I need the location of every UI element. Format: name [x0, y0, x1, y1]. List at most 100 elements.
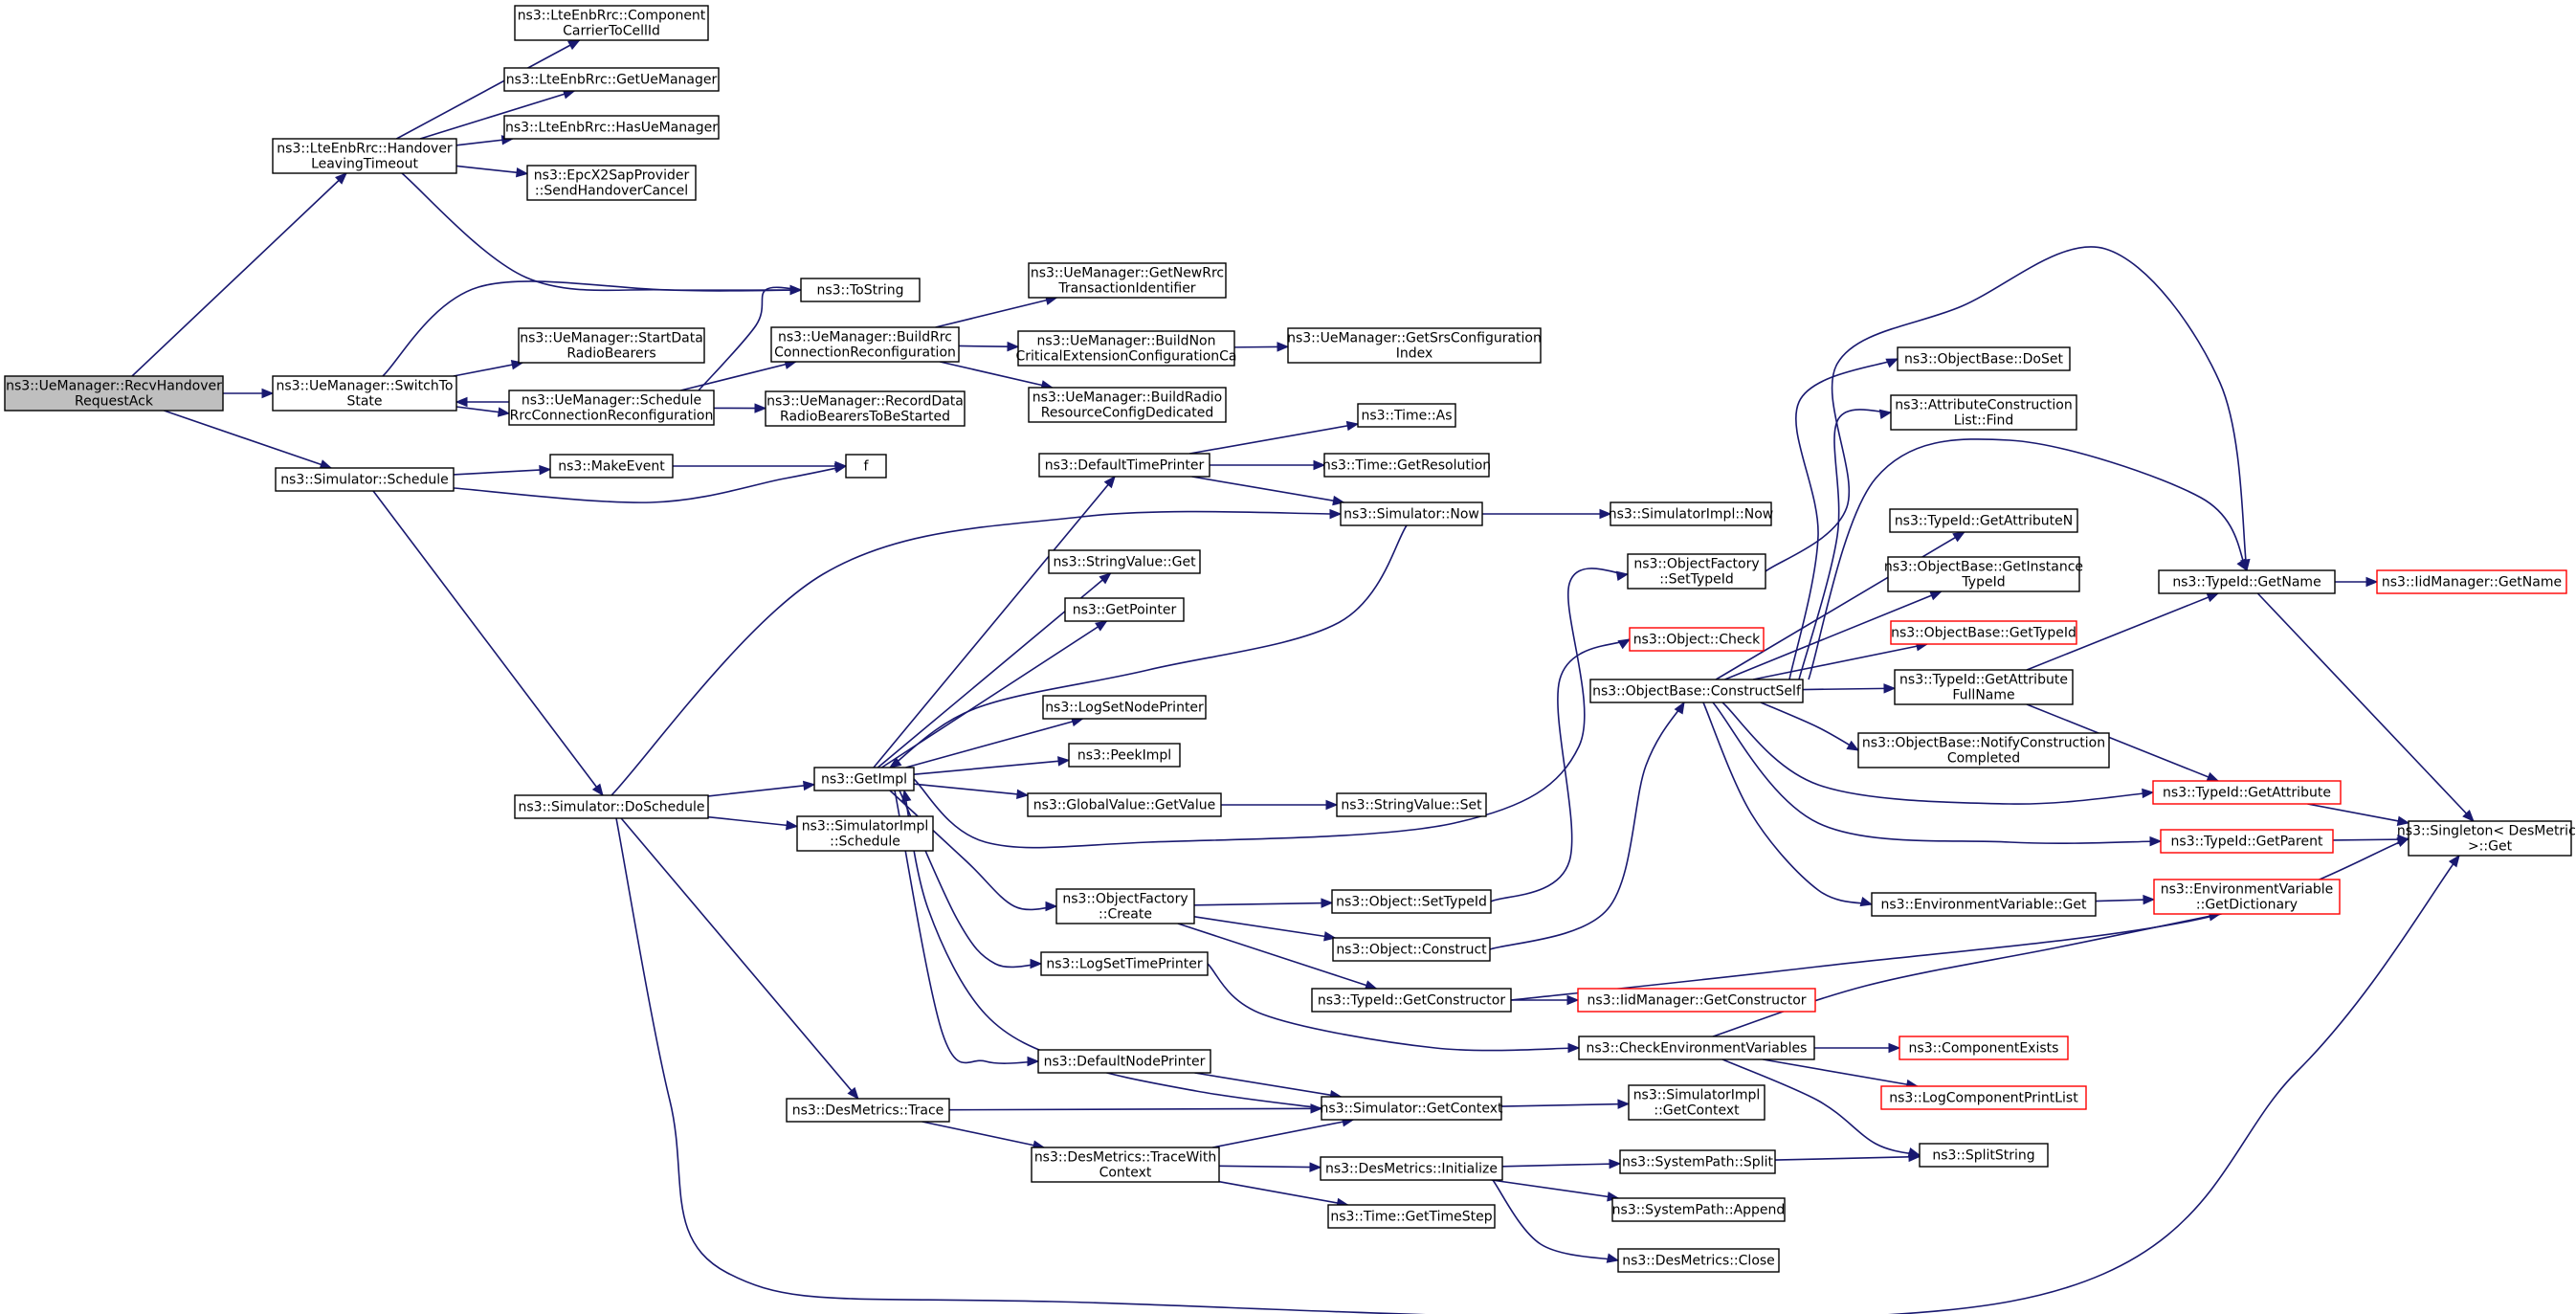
graph-node-timegetresolution[interactable]: ns3::Time::GetResolution — [1322, 453, 1491, 478]
graph-node-recorddataradiobearers[interactable]: ns3::UeManager::RecordDataRadioBearersTo… — [765, 390, 966, 427]
graph-node-iidgetconstructor[interactable]: ns3::IidManager::GetConstructor — [1577, 988, 1816, 1013]
graph-node-getuemanager[interactable]: ns3::LteEnbRrc::GetUeManager — [503, 67, 720, 92]
edge-arrowhead — [1599, 508, 1612, 520]
graph-node-sendhandovercancel[interactable]: ns3::EpcX2SapProvider::SendHandoverCance… — [526, 165, 697, 201]
edge-arrowhead — [1878, 409, 1893, 420]
edge-arrowhead — [1885, 358, 1899, 368]
graph-node-notifyconstructioncompleted[interactable]: ns3::ObjectBase::NotifyConstructionCompl… — [1857, 732, 2110, 768]
graph-node-simgetcontext[interactable]: ns3::Simulator::GetContext — [1320, 1096, 1503, 1121]
graph-node-timeas[interactable]: ns3::Time::As — [1357, 403, 1456, 428]
node-label: ns3::DesMetrics::Initialize — [1325, 1162, 1498, 1177]
node-label: ns3::DefaultTimePrinter — [1045, 458, 1205, 474]
graph-node-objectcheck[interactable]: ns3::Object::Check — [1629, 627, 1765, 652]
node-box — [514, 5, 709, 41]
node-box — [503, 115, 720, 140]
graph-node-peekimpl[interactable]: ns3::PeekImpl — [1068, 743, 1181, 768]
graph-node-simulatorschedule[interactable]: ns3::Simulator::Schedule — [275, 467, 455, 492]
graph-node-simulatornow[interactable]: ns3::Simulator::Now — [1340, 501, 1483, 526]
graph-node-tostring[interactable]: ns3::ToString — [800, 278, 921, 302]
graph-node-buildrrcconnreconf[interactable]: ns3::UeManager::BuildRrcConnectionReconf… — [770, 326, 960, 363]
node-label: ns3::Time::As — [1361, 409, 1452, 424]
call-edge — [1763, 1058, 1918, 1087]
node-label: ::GetDictionary — [2196, 898, 2298, 913]
graph-node-timegettimestep[interactable]: ns3::Time::GetTimeStep — [1327, 1204, 1496, 1229]
graph-node-desmetricsinitialize[interactable]: ns3::DesMetrics::Initialize — [1320, 1156, 1503, 1181]
edge-arrowhead — [2142, 788, 2155, 799]
node-box — [526, 165, 697, 201]
graph-node-simimplschedule[interactable]: ns3::SimulatorImpl::Schedule — [796, 815, 934, 852]
graph-node-defaultnodeprinter[interactable]: ns3::DefaultNodePrinter — [1037, 1049, 1211, 1074]
graph-node-splitstring[interactable]: ns3::SplitString — [1919, 1143, 2049, 1168]
graph-node-f[interactable]: f — [845, 454, 887, 479]
call-edge — [913, 759, 1070, 776]
node-label: Completed — [1947, 751, 2020, 767]
graph-node-singletonget[interactable]: ns3::Singleton< DesMetrics >::Get — [2397, 820, 2576, 857]
graph-node-iidgetname[interactable]: ns3::IidManager::GetName — [2376, 569, 2567, 594]
graph-node-desmetricstrace[interactable]: ns3::DesMetrics::Trace — [786, 1098, 950, 1123]
graph-node-objectfactorysettypeid[interactable]: ns3::ObjectFactory::SetTypeId — [1627, 553, 1766, 590]
graph-node-hasuemanager[interactable]: ns3::LteEnbRrc::HasUeManager — [503, 115, 720, 140]
graph-node-componentexists[interactable]: ns3::ComponentExists — [1899, 1036, 2069, 1060]
graph-node-getimpl[interactable]: ns3::GetImpl — [813, 767, 915, 791]
edge-arrowhead — [2236, 558, 2248, 572]
node-box — [2153, 879, 2341, 915]
graph-node-typeidgetattributen[interactable]: ns3::TypeId::GetAttributeN — [1889, 508, 2078, 533]
graph-node-objectbasedoset[interactable]: ns3::ObjectBase::DoSet — [1897, 346, 2071, 371]
node-label: ns3::Object::Construct — [1336, 943, 1487, 958]
node-box — [813, 767, 915, 791]
graph-node-buildnoncriticalext[interactable]: ns3::UeManager::BuildNonCriticalExtensio… — [1016, 330, 1237, 367]
graph-node-typeidgetparent[interactable]: ns3::TypeId::GetParent — [2160, 829, 2334, 854]
graph-node-typeidgetconstructor[interactable]: ns3::TypeId::GetConstructor — [1311, 988, 1512, 1013]
edge-arrowhead — [1007, 341, 1020, 352]
graph-node-defaulttimeprinter[interactable]: ns3::DefaultTimePrinter — [1038, 453, 1210, 478]
graph-node-constructself[interactable]: ns3::ObjectBase::ConstructSelf — [1589, 679, 1804, 703]
graph-node-typeidgetattribute[interactable]: ns3::TypeId::GetAttribute — [2152, 780, 2342, 805]
node-label: ns3::Time::GetResolution — [1322, 458, 1491, 474]
graph-node-stringvalueset[interactable]: ns3::StringValue::Set — [1336, 792, 1487, 817]
node-box — [1031, 1147, 1220, 1183]
graph-node-systempathsplit[interactable]: ns3::SystemPath::Split — [1619, 1149, 1776, 1174]
graph-node-systempathappend[interactable]: ns3::SystemPath::Append — [1611, 1197, 1786, 1222]
graph-node-stringvalueget[interactable]: ns3::StringValue::Get — [1048, 549, 1201, 574]
graph-node-buildradioresourceconfig[interactable]: ns3::UeManager::BuildRadioResourceConfig… — [1028, 387, 1227, 423]
graph-node-objectconstruct[interactable]: ns3::Object::Construct — [1332, 937, 1491, 962]
graph-node-checkenvvars[interactable]: ns3::CheckEnvironmentVariables — [1578, 1036, 1815, 1060]
graph-node-objectfactorycreate[interactable]: ns3::ObjectFactory::Create — [1055, 888, 1195, 924]
graph-node-envgetdictionary[interactable]: ns3::EnvironmentVariable::GetDictionary — [2153, 879, 2341, 915]
node-label: ns3::TypeId::GetAttribute — [1899, 673, 2068, 688]
call-edge — [1702, 702, 1873, 905]
node-box — [1610, 501, 1772, 526]
node-box — [514, 794, 709, 819]
graph-node-logsetnodeprinter[interactable]: ns3::LogSetNodePrinter — [1042, 695, 1207, 720]
node-box — [1321, 1096, 1502, 1121]
graph-node-objectsettypeid[interactable]: ns3::Object::SetTypeId — [1331, 889, 1492, 914]
node-label: ns3::DesMetrics::Close — [1622, 1254, 1775, 1269]
graph-node-doschedule[interactable]: ns3::Simulator::DoSchedule — [514, 794, 709, 819]
graph-node-simimplnow[interactable]: ns3::SimulatorImpl::Now — [1609, 501, 1774, 526]
graph-node-objectbasegettypeid[interactable]: ns3::ObjectBase::GetTypeId — [1890, 620, 2077, 645]
call-edge — [1193, 902, 1333, 906]
graph-node-schedulerrcconnreconf[interactable]: ns3::UeManager::ScheduleRrcConnectionRec… — [508, 390, 715, 426]
graph-node-desmetricsclose[interactable]: ns3::DesMetrics::Close — [1617, 1248, 1780, 1273]
graph-node-typeidgetname[interactable]: ns3::TypeId::GetName — [2158, 569, 2336, 594]
graph-node-envvarget[interactable]: ns3::EnvironmentVariable::Get — [1871, 892, 2097, 917]
graph-node-logsettimeprinter[interactable]: ns3::LogSetTimePrinter — [1040, 951, 1209, 976]
graph-node-getpointer[interactable]: ns3::GetPointer — [1064, 597, 1185, 622]
graph-node-globalvaluegetvalue[interactable]: ns3::GlobalValue::GetValue — [1027, 792, 1222, 817]
graph-node-logcomponentprintlist[interactable]: ns3::LogComponentPrintList — [1880, 1085, 2087, 1110]
edge-arrowhead — [516, 167, 529, 178]
graph-node-makeevent[interactable]: ns3::MakeEvent — [549, 454, 674, 479]
graph-node-simimplgetcontext[interactable]: ns3::SimulatorImpl::GetContext — [1628, 1084, 1765, 1121]
graph-node-getnewrrctransid[interactable]: ns3::UeManager::GetNewRrcTransactionIden… — [1028, 262, 1227, 299]
